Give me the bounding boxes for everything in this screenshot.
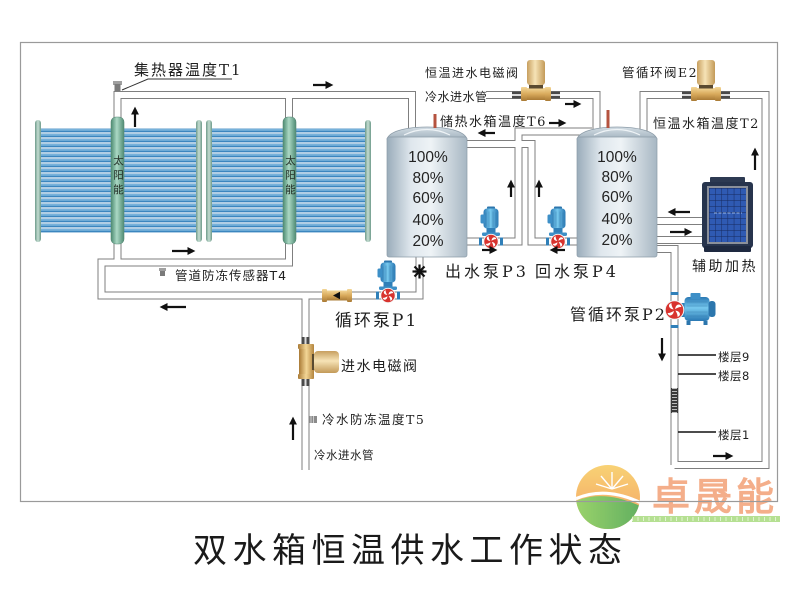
flow-arrows xyxy=(131,81,759,460)
sensor-t1-leader-line xyxy=(121,78,232,91)
inlet-valve-stub-bottom-line xyxy=(304,378,307,386)
inlet-solenoid-valve-icon xyxy=(298,337,339,386)
storage-tank-level-40: 40% xyxy=(412,212,443,229)
sensor-t4-cap xyxy=(159,268,166,271)
check-valve-asterisk-icon xyxy=(412,264,427,279)
collector-2-left-end xyxy=(206,120,212,242)
label-pipe-antifreeze-t4: 管道防冻传感器T4 xyxy=(175,268,287,283)
logo-ray xyxy=(611,475,624,490)
label-constant-tank-temp-t2: 恒温水箱温度T2 xyxy=(653,116,760,132)
collector-1-left-end xyxy=(35,120,41,242)
pipe-circulation-loop-fill xyxy=(640,92,769,468)
collector-2-header xyxy=(282,116,297,245)
strainer-flange-right xyxy=(347,289,352,302)
constant-tank-level-100: 100% xyxy=(597,149,637,166)
inlet-valve-flange-top xyxy=(298,344,314,349)
constant-tank-body xyxy=(576,136,658,258)
constant-temp-tank: 100% 80% 60% 40% 20% xyxy=(576,110,658,258)
collector-1-header xyxy=(110,116,125,245)
strainer-direction-icon xyxy=(333,291,340,300)
floor-branches xyxy=(678,354,716,433)
label-return-pump-p4: 回水泵P4 xyxy=(535,262,619,281)
riser-break-section xyxy=(671,388,678,413)
label-pipe-circulation-valve-e2: 管循环阀E2 xyxy=(622,65,698,80)
strainer-filter-icon xyxy=(322,289,352,302)
inlet-valve-coupling xyxy=(312,354,316,370)
label-pipe-circulation-pump-p2: 管循环泵P2 xyxy=(570,305,667,324)
constant-tank-level-80: 80% xyxy=(601,169,632,186)
heat-pump-base xyxy=(704,246,751,252)
pipe-collector-return-loop-fill xyxy=(98,240,423,299)
label-circulation-pump-p1: 循环泵P1 xyxy=(335,311,418,331)
label-cold-water-inlet-bottom: 冷水进水管 xyxy=(314,448,374,462)
constant-tank-sensor-t2-icon xyxy=(606,110,610,128)
storage-tank-level-80: 80% xyxy=(412,170,443,187)
label-inlet-solenoid-valve: 进水电磁阀 xyxy=(341,359,419,375)
collector-2-right-end xyxy=(365,120,371,242)
temperature-sensor-t5-icon xyxy=(309,416,317,423)
collector-1-header-label: 太阳能 xyxy=(112,155,124,199)
label-constant-temp-inlet-valve: 恒温进水电磁阀 xyxy=(425,65,520,80)
storage-tank-dome xyxy=(386,126,468,140)
logo-brand-name: 卓晟能 xyxy=(652,475,778,519)
constant-tank-dome-highlight xyxy=(593,128,641,136)
label-floor-9: 楼层9 xyxy=(718,350,750,364)
storage-tank-level-100: 100% xyxy=(408,149,448,166)
page-title: 双水箱恒温供水工作状态 xyxy=(193,531,628,571)
asterisk-stroke-4 xyxy=(413,265,426,278)
solar-collector-2 xyxy=(206,116,371,245)
storage-tank: 100% 80% 60% 40% 20% xyxy=(386,114,468,258)
label-storage-tank-temp-t6: 储热水箱温度T6 xyxy=(440,114,547,130)
constant-tank-level-20: 20% xyxy=(601,232,632,249)
label-cold-water-antifreeze-t5: 冷水防冻温度T5 xyxy=(322,412,425,427)
logo-ray xyxy=(611,483,629,490)
pipe-collector-outlet-fill xyxy=(114,92,415,131)
constant-tank-level-40: 40% xyxy=(601,211,632,228)
logo-sun-swoosh xyxy=(576,491,640,506)
heat-pump-panel xyxy=(709,188,746,242)
sensor-t5-lines xyxy=(310,416,314,423)
temperature-sensor-t4-icon xyxy=(159,268,166,276)
label-outlet-pump-p3: 出水泵P3 xyxy=(445,262,529,281)
sensor-t1-cap xyxy=(113,81,122,85)
constant-tank-level-60: 60% xyxy=(601,189,632,206)
sensor-t5-body xyxy=(309,416,317,423)
constant-tank-dome xyxy=(576,126,658,140)
strainer-flange-left xyxy=(322,289,327,302)
inlet-valve-actuator xyxy=(314,351,339,373)
diagram-frame xyxy=(19,41,779,503)
logo-tagline-bar xyxy=(632,516,780,522)
company-logo: 卓晟能 xyxy=(576,465,780,529)
inlet-valve-stub-top-line xyxy=(304,337,307,345)
pipe-circulation-loop xyxy=(639,91,770,469)
label-floor-8: 楼层8 xyxy=(718,369,750,383)
storage-tank-level-20: 20% xyxy=(412,233,443,250)
label-cold-water-inlet-top: 冷水进水管 xyxy=(425,89,488,104)
temperature-sensor-t1-icon xyxy=(113,81,122,91)
inlet-valve-flange-bottom xyxy=(298,374,314,379)
logo-sun-icon xyxy=(576,465,640,529)
label-floor-1: 楼层1 xyxy=(718,428,750,442)
label-collector-temp-t1: 集热器温度T1 xyxy=(134,61,243,79)
collector-1-right-end xyxy=(196,120,202,242)
inlet-valve-body xyxy=(299,344,314,379)
storage-tank-level-60: 60% xyxy=(412,190,443,207)
sensor-t4-body xyxy=(160,271,165,276)
sensor-t1-body xyxy=(114,84,121,91)
storage-tank-dome-highlight xyxy=(403,128,451,136)
component-labels: 集热器温度T1 管道防冻传感器T4 循环泵P1 进水电磁阀 冷水防冻温度T5 冷… xyxy=(134,61,760,462)
label-auxiliary-heating: 辅助加热 xyxy=(692,259,758,275)
logo-sun-rays xyxy=(595,472,629,490)
logo-ray xyxy=(600,475,613,490)
heat-pump-unit-icon xyxy=(702,177,753,252)
logo-ray xyxy=(595,483,613,490)
collector-2-header-label: 太阳能 xyxy=(284,155,296,199)
pipe-building-supply-fill xyxy=(656,246,678,465)
solar-collector-1 xyxy=(35,116,202,245)
storage-tank-sensor-t6-icon xyxy=(433,114,437,128)
storage-tank-body xyxy=(386,136,468,258)
